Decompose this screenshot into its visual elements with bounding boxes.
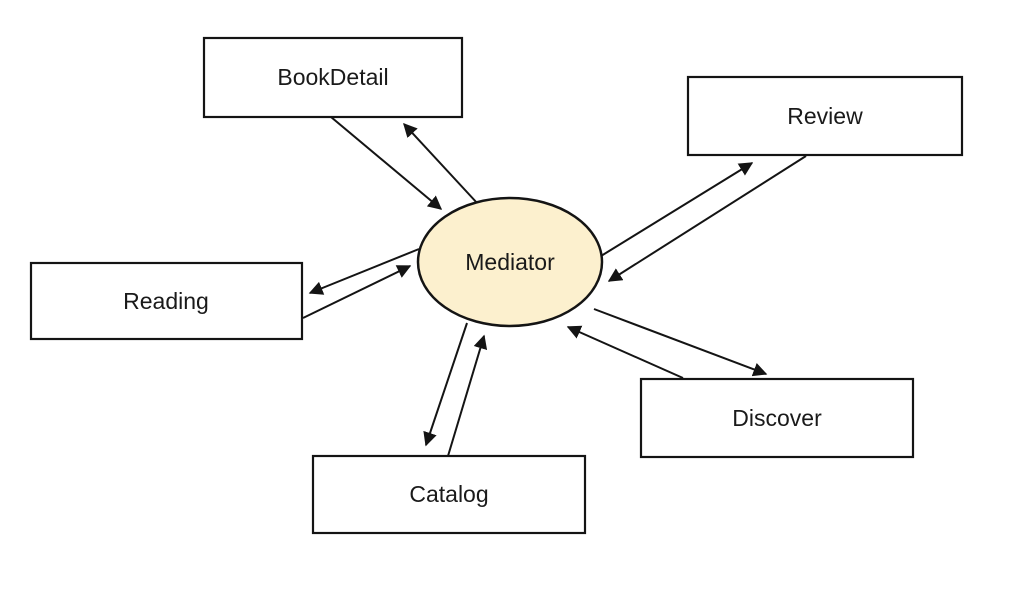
- edge-mediator-to-catalog: [423, 322, 468, 447]
- edge-mediator-to-reading: [308, 248, 420, 295]
- node-layer: BookDetail Review Reading Discover Catal…: [29, 36, 964, 535]
- node-catalog-label: Catalog: [409, 481, 488, 507]
- edge-bookdetail-to-mediator: [330, 116, 443, 210]
- edge-mediator-to-review: [600, 162, 754, 257]
- node-mediator: [416, 196, 604, 328]
- node-review-label: Review: [787, 103, 863, 129]
- edge-review-to-mediator: [607, 155, 807, 282]
- node-mediator-label: Mediator: [465, 249, 555, 275]
- node-reading-label: Reading: [123, 288, 209, 314]
- node-catalog: [311, 454, 587, 535]
- node-discover-label: Discover: [732, 405, 822, 431]
- edge-catalog-to-mediator: [447, 334, 488, 457]
- edge-layer: [302, 116, 807, 457]
- node-review: [686, 75, 964, 157]
- edge-reading-to-mediator: [302, 265, 412, 319]
- node-bookdetail-label: BookDetail: [277, 64, 388, 90]
- node-discover: [639, 377, 915, 459]
- edge-mediator-to-bookdetail: [403, 122, 479, 205]
- edge-mediator-to-discover: [593, 308, 768, 377]
- node-reading: [29, 261, 304, 341]
- node-bookdetail: [202, 36, 464, 119]
- edge-discover-to-mediator: [566, 325, 684, 379]
